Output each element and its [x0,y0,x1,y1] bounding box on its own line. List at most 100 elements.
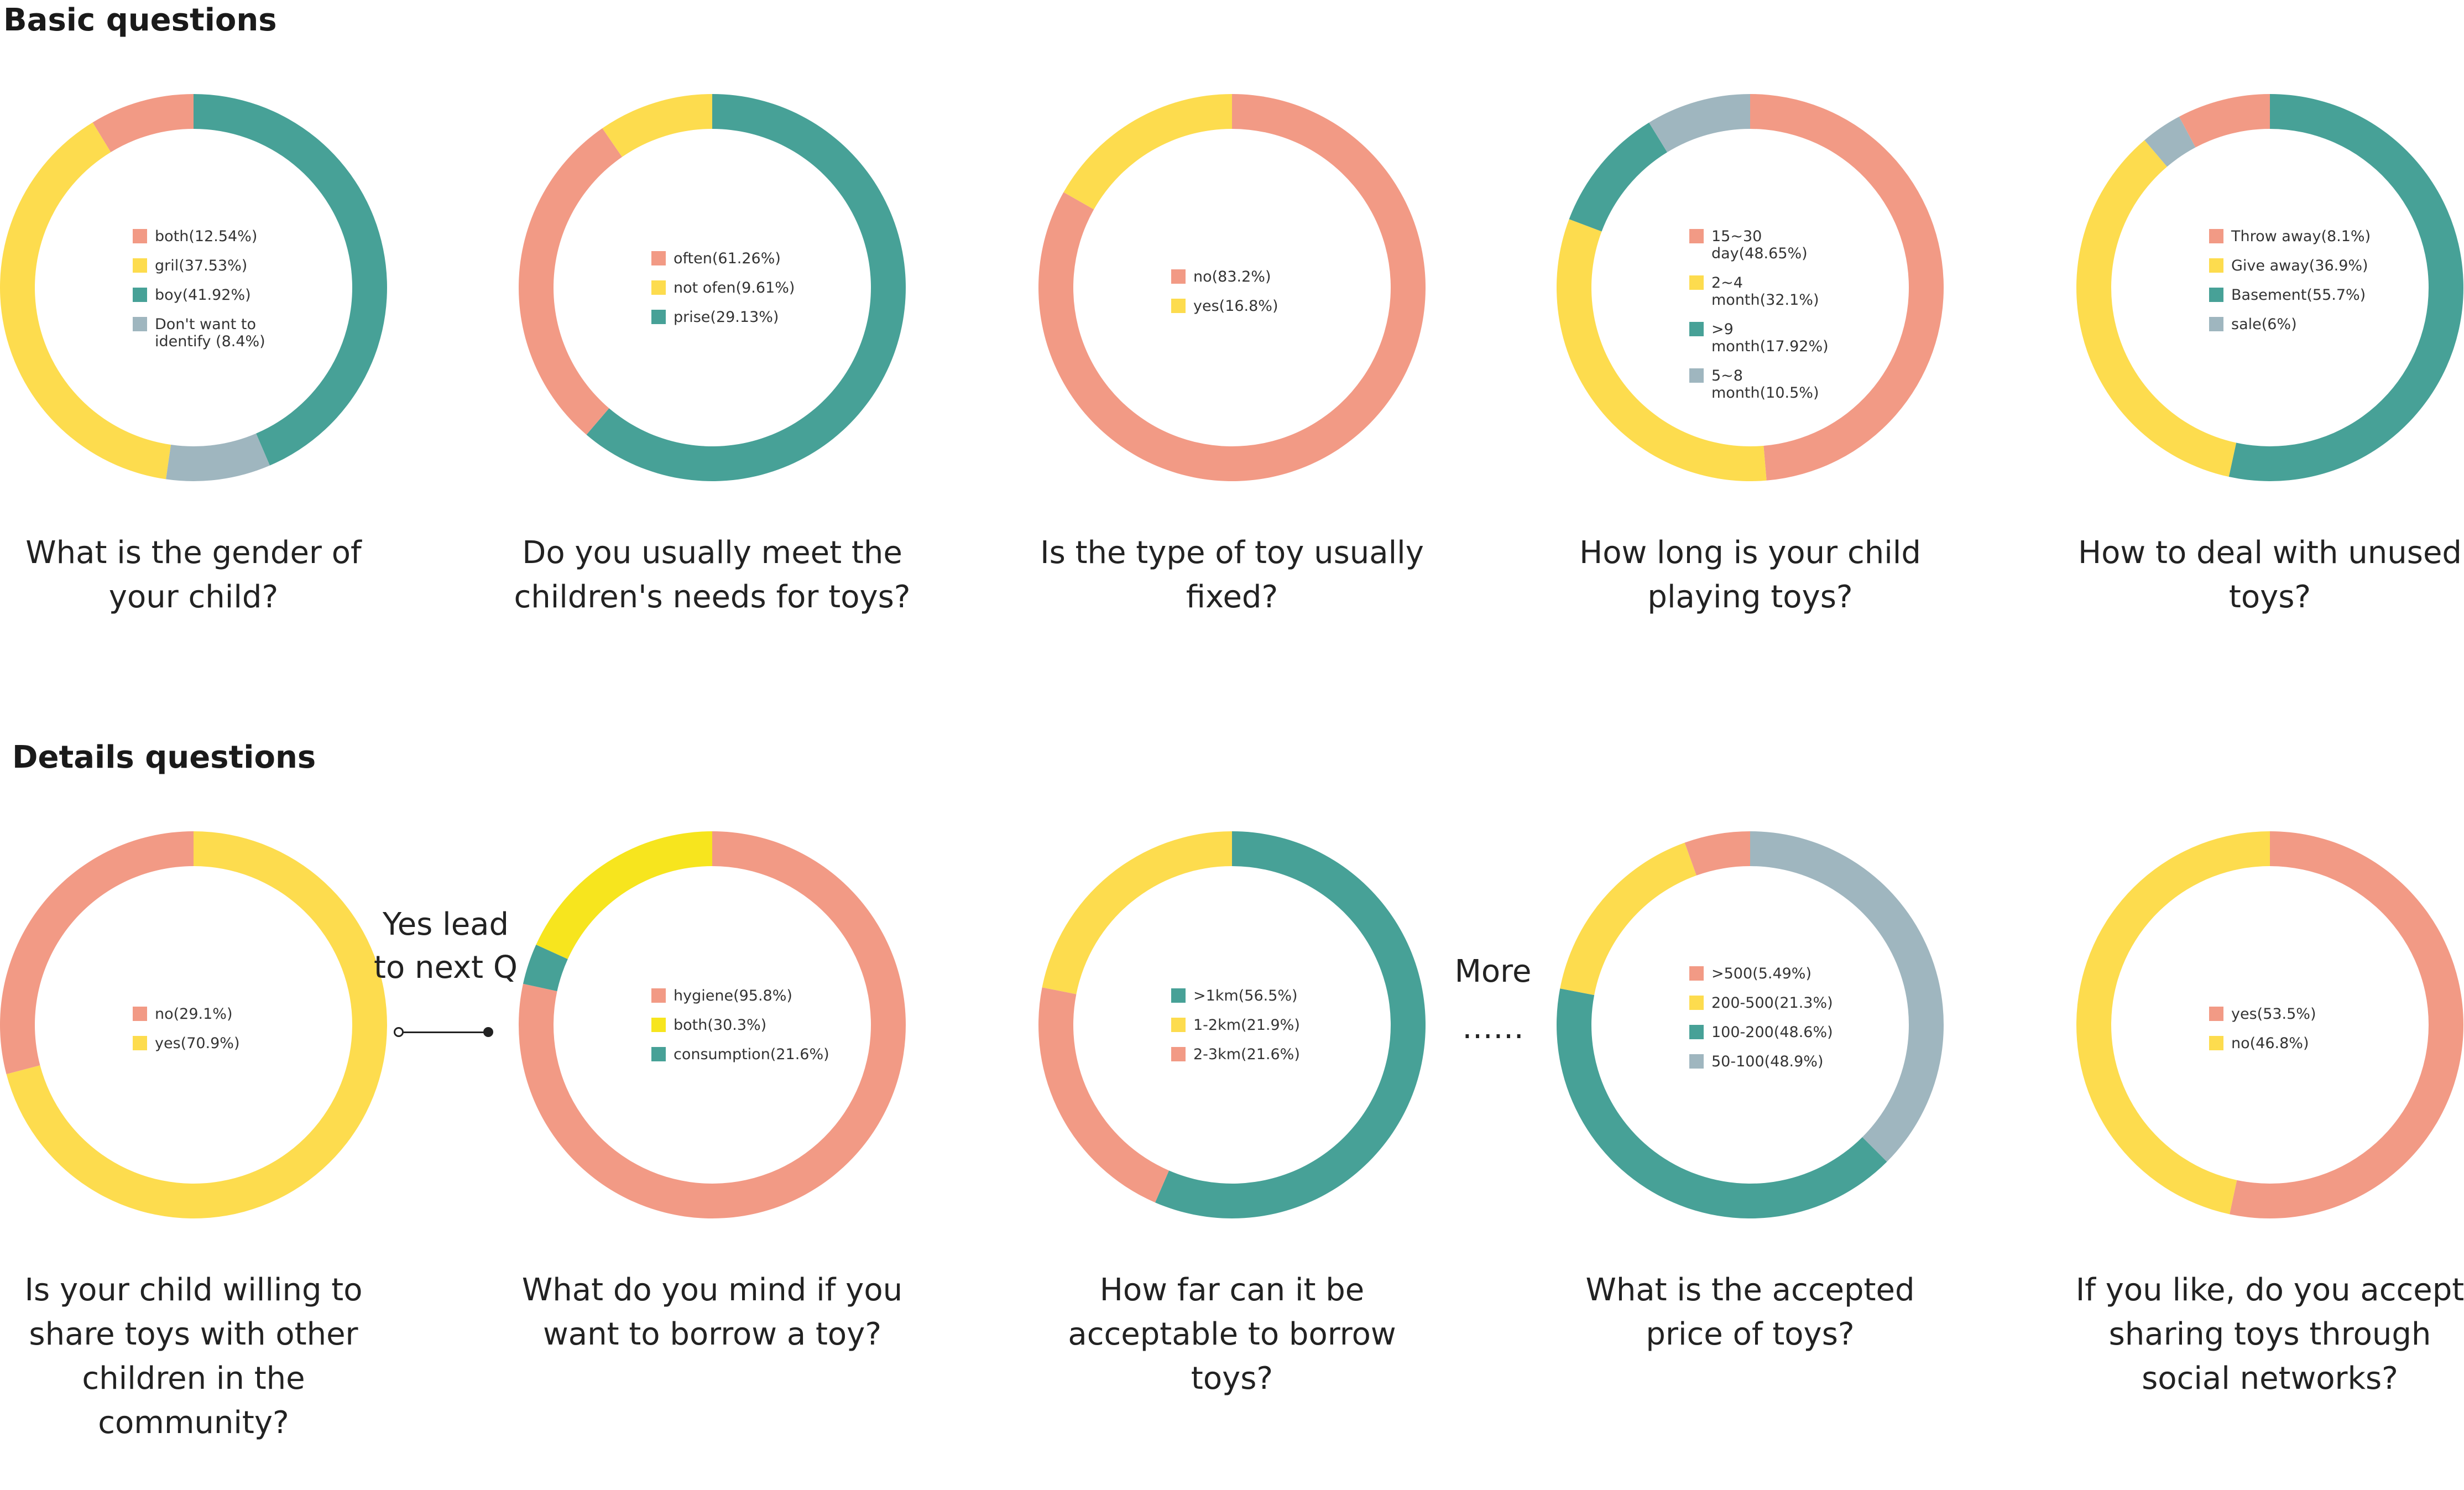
legend-swatch [2209,317,2223,332]
legend-item: 200-500(21.3%) [1689,994,1833,1012]
slice-don-t-want-to-identify-8-4 [166,433,270,481]
details-questions-title: Details questions [12,739,316,775]
legend-swatch [651,310,666,325]
legend-swatch [2209,229,2223,243]
slice-15-30-day-48-65 [1750,94,1944,481]
slice-both-30-3 [536,831,712,960]
question-text: How long is your child playing toys? [1579,535,1921,615]
legend-item: not ofen(9.61%) [651,279,795,296]
legend-item: Basement(55.7%) [2209,286,2371,304]
legend-label: yes(70.9%) [155,1035,240,1053]
slice-1km-56-5 [1155,831,1426,1218]
legend-swatch [133,1007,147,1021]
donut-chart-7: hygiene(95.8%) both(30.3%) consumption(21.… [518,831,906,1218]
slice-basement-55-7 [2228,94,2463,481]
legend-label: Throw away(8.1%) [2231,228,2371,245]
slice-yes-16-8 [1063,94,1232,210]
legend-item: 5~8 month(10.5%) [1689,367,1855,402]
legend: often(61.26%)not ofen(9.61%)prise(29.13%… [651,250,795,338]
legend-item: yes(16.8%) [1171,298,1278,315]
slice-not-ofen-9-61 [602,94,712,157]
slice-throw-away-8-1 [2179,94,2270,148]
question-text: How far can it be acceptable to borrow t… [1068,1272,1396,1397]
legend-label: 2-3km(21.6%) [1193,1046,1300,1064]
yes-lead-connector-line [399,1031,488,1033]
legend-swatch [1689,1025,1704,1040]
donut-chart-10: yes(53.5%) no(46.8%) [2076,831,2463,1218]
legend-swatch [2209,288,2223,303]
donut-chart-9: >500(5.49%)200-500(21.3%)100-200(48.6%)5… [1557,831,1944,1218]
question-text: What is the accepted price of toys? [1585,1272,1915,1352]
legend-label: >9 month(17.92%) [1711,321,1829,356]
slice-5-8-month-10-5 [1649,94,1750,153]
slice-1-2km-21-9 [1042,831,1232,994]
donut-ring [519,94,906,481]
donut-ring [1557,94,1944,481]
legend-item: 1-2km(21.9%) [1171,1017,1300,1034]
legend-label: no(83.2%) [1193,268,1271,285]
donut-ring [0,94,388,481]
legend-label: boy(41.92%) [155,286,251,304]
donut-chart-2: often(61.26%)not ofen(9.61%)prise(29.13%… [519,94,906,481]
legend-item: both(30.3%) [651,1017,817,1034]
donut-ring [1038,831,1426,1218]
legend-swatch [2209,258,2223,273]
slice-gril-37-53 [0,122,171,480]
slice-give-away-36-9 [2076,140,2237,477]
legend-item: gril(37.53%) [133,257,299,274]
legend-label: Give away(36.9%) [2231,257,2368,275]
legend-swatch [2209,1036,2223,1051]
legend: hygiene(95.8%) both(30.3%) consumption(21.… [651,987,829,1075]
legend-label: 1-2km(21.9%) [1193,1017,1300,1034]
legend-item: Give away(36.9%) [2209,257,2371,274]
legend: 15~30 day(48.65%)2~4 month(32.1%)>9 mont… [1689,228,1855,414]
legend-swatch [1171,269,1186,284]
legend-item: sale(6%) [2209,316,2371,333]
legend-item: 100-200(48.6%) [1689,1024,1833,1041]
legend-label: no(46.8%) [2231,1035,2309,1053]
legend-item: yes(70.9%) [133,1035,240,1052]
legend-swatch [1689,229,1704,243]
legend-swatch [1689,275,1704,290]
question-text: If you like, do you accept sharing toys … [2075,1272,2464,1397]
legend-swatch [133,288,147,303]
connector-end-dot [483,1027,493,1037]
slice-100-200-48-6 [1557,988,1887,1218]
legend-swatch [1689,966,1704,981]
legend-item: hygiene(95.8%) [651,987,817,1004]
legend-label: 200-500(21.3%) [1711,994,1833,1012]
legend-label: not ofen(9.61%) [674,279,795,297]
legend-swatch [1171,1047,1186,1062]
legend-label: Don't want to identify (8.4%) [155,316,265,351]
legend-swatch [1689,996,1704,1010]
donut-chart-8: >1km(56.5%)1-2km(21.9%)2-3km(21.6%) [1038,831,1426,1218]
legend-label: hygiene(95.8%) [674,987,792,1004]
donut-ring [2076,831,2463,1218]
legend-label: 2~4 month(32.1%) [1711,274,1819,309]
slice-500-5-49 [1684,831,1750,876]
legend-label: 100-200(48.6%) [1711,1024,1833,1041]
legend-swatch [133,317,147,332]
legend-item: no(46.8%) [2209,1035,2316,1052]
legend: yes(53.5%) no(46.8%) [2209,1006,2316,1064]
legend-label: no(29.1%) [155,1006,233,1023]
question-text: What do you mind if you want to borrow a… [521,1272,903,1352]
legend-item: Throw away(8.1%) [2209,228,2371,245]
donut-chart-6: no(29.1%) yes(70.9%) [0,831,387,1218]
legend-swatch [1689,322,1704,337]
legend-item: boy(41.92%) [133,286,299,304]
legend-label: consumption(21.6%) [674,1046,829,1064]
connector-start-dot [394,1027,404,1037]
legend-swatch [133,1036,147,1051]
legend: Throw away(8.1%) Give away(36.9%) Basement… [2209,228,2371,345]
question-text: Is the type of toy usually fixed? [1040,535,1424,615]
legend-swatch [1689,368,1704,383]
donut-ring [1038,94,1426,481]
question-text: Do you usually meet the children's needs… [514,535,911,615]
legend-item: both(12.54%) [133,228,299,245]
slice-both-12-54 [92,94,194,153]
donut-ring [1557,831,1944,1218]
slice-prise-29-13 [586,94,906,481]
legend-label: yes(53.5%) [2231,1006,2316,1023]
